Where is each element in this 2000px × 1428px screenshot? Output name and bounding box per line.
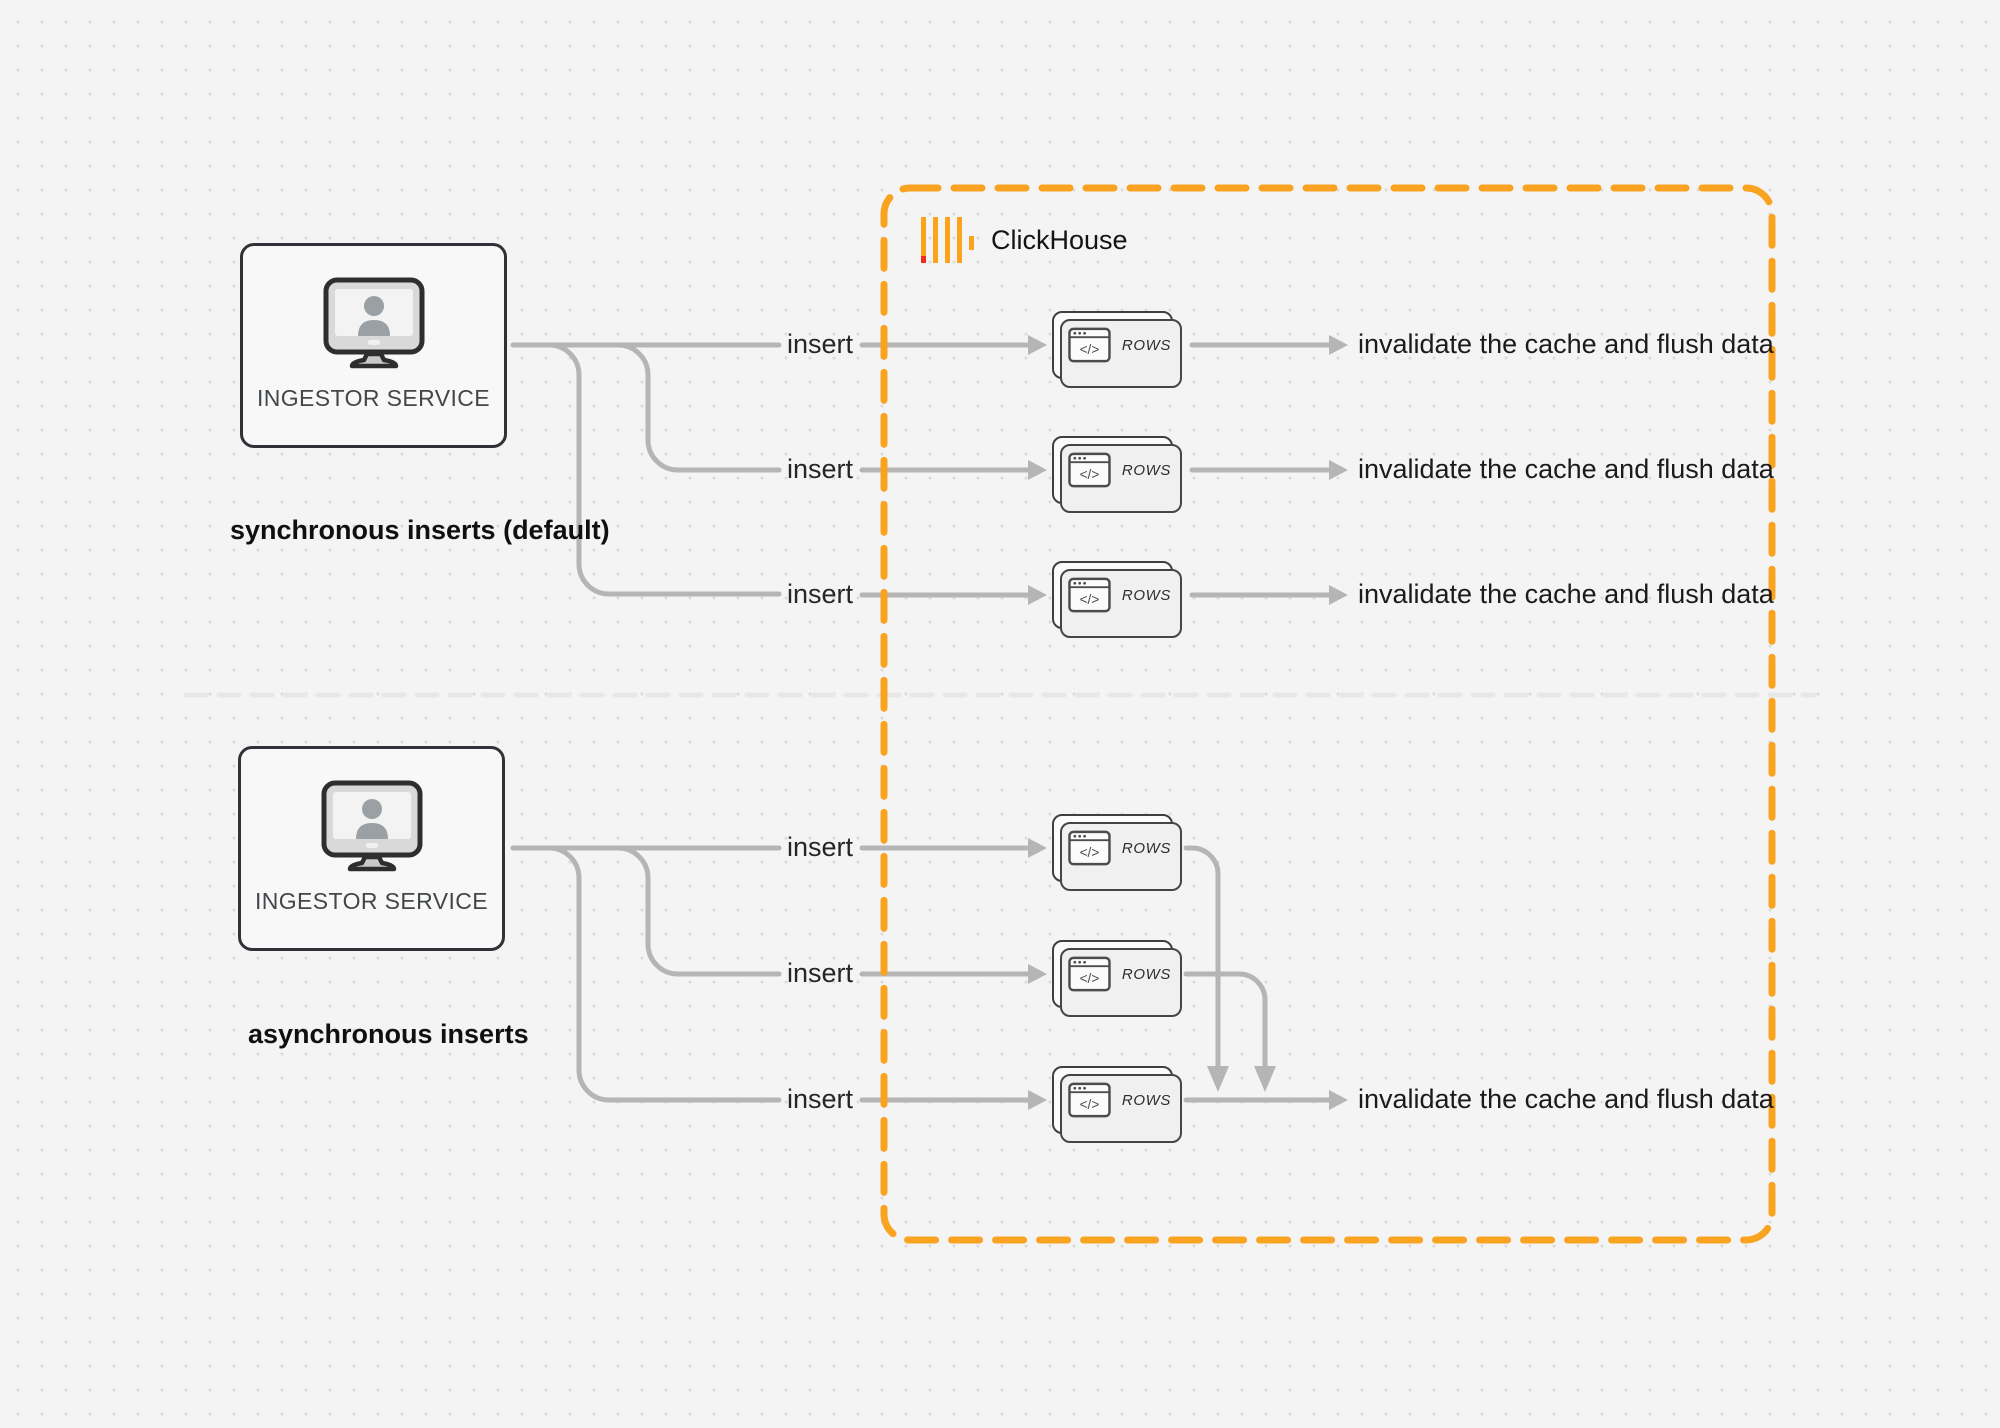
rows-card: </> ROWS [1052,436,1182,513]
rows-card: </> ROWS [1052,311,1182,388]
clickhouse-title: ClickHouse [991,225,1128,255]
ingestor-service-node-async: INGESTOR SERVICE [238,746,505,951]
code-window-icon: </> [1068,452,1111,488]
code-window-icon: </> [1068,956,1111,992]
svg-text:</>: </> [1080,845,1100,860]
svg-text:</>: </> [1080,467,1100,482]
invalidate-label: invalidate the cache and flush data [1358,454,1774,484]
svg-text:</>: </> [1080,1097,1100,1112]
rows-card-label: ROWS [1121,839,1171,857]
clickhouse-bars-logo [921,217,974,263]
svg-text:</>: </> [1080,342,1100,357]
invalidate-label: invalidate the cache and flush data [1358,329,1774,359]
code-window-icon: </> [1068,830,1111,866]
rows-card: </> ROWS [1052,940,1182,1017]
svg-text:</>: </> [1080,592,1100,607]
section-title-synchronous: synchronous inserts (default) [230,515,610,545]
ingestor-service-label: INGESTOR SERVICE [256,385,491,411]
rows-card: </> ROWS [1052,1066,1182,1143]
insert-label: insert [786,958,854,988]
rows-card-label: ROWS [1121,1091,1171,1109]
section-title-asynchronous: asynchronous inserts [248,1019,529,1049]
monitor-user-icon [320,779,424,874]
svg-text:</>: </> [1080,971,1100,986]
rows-card-label: ROWS [1121,965,1171,983]
rows-card: </> ROWS [1052,814,1182,891]
rows-card-label: ROWS [1121,336,1171,354]
insert-label: insert [786,329,854,359]
code-window-icon: </> [1068,327,1111,363]
insert-label: insert [786,832,854,862]
insert-label: insert [786,454,854,484]
rows-card-label: ROWS [1121,586,1171,604]
rows-card-label: ROWS [1121,461,1171,479]
clickhouse-boundary-box [880,184,1776,1244]
code-window-icon: </> [1068,1082,1111,1118]
ingestor-service-node-sync: INGESTOR SERVICE [240,243,507,448]
insert-label: insert [786,1084,854,1114]
arrow-wires [510,342,1332,1103]
invalidate-label: invalidate the cache and flush data [1358,1084,1774,1114]
monitor-user-icon [322,276,426,371]
arrow-heads [1028,335,1348,1110]
code-window-icon: </> [1068,577,1111,613]
invalidate-label: invalidate the cache and flush data [1358,579,1774,609]
rows-card: </> ROWS [1052,561,1182,638]
insert-label: insert [786,579,854,609]
ingestor-service-label: INGESTOR SERVICE [254,888,489,914]
